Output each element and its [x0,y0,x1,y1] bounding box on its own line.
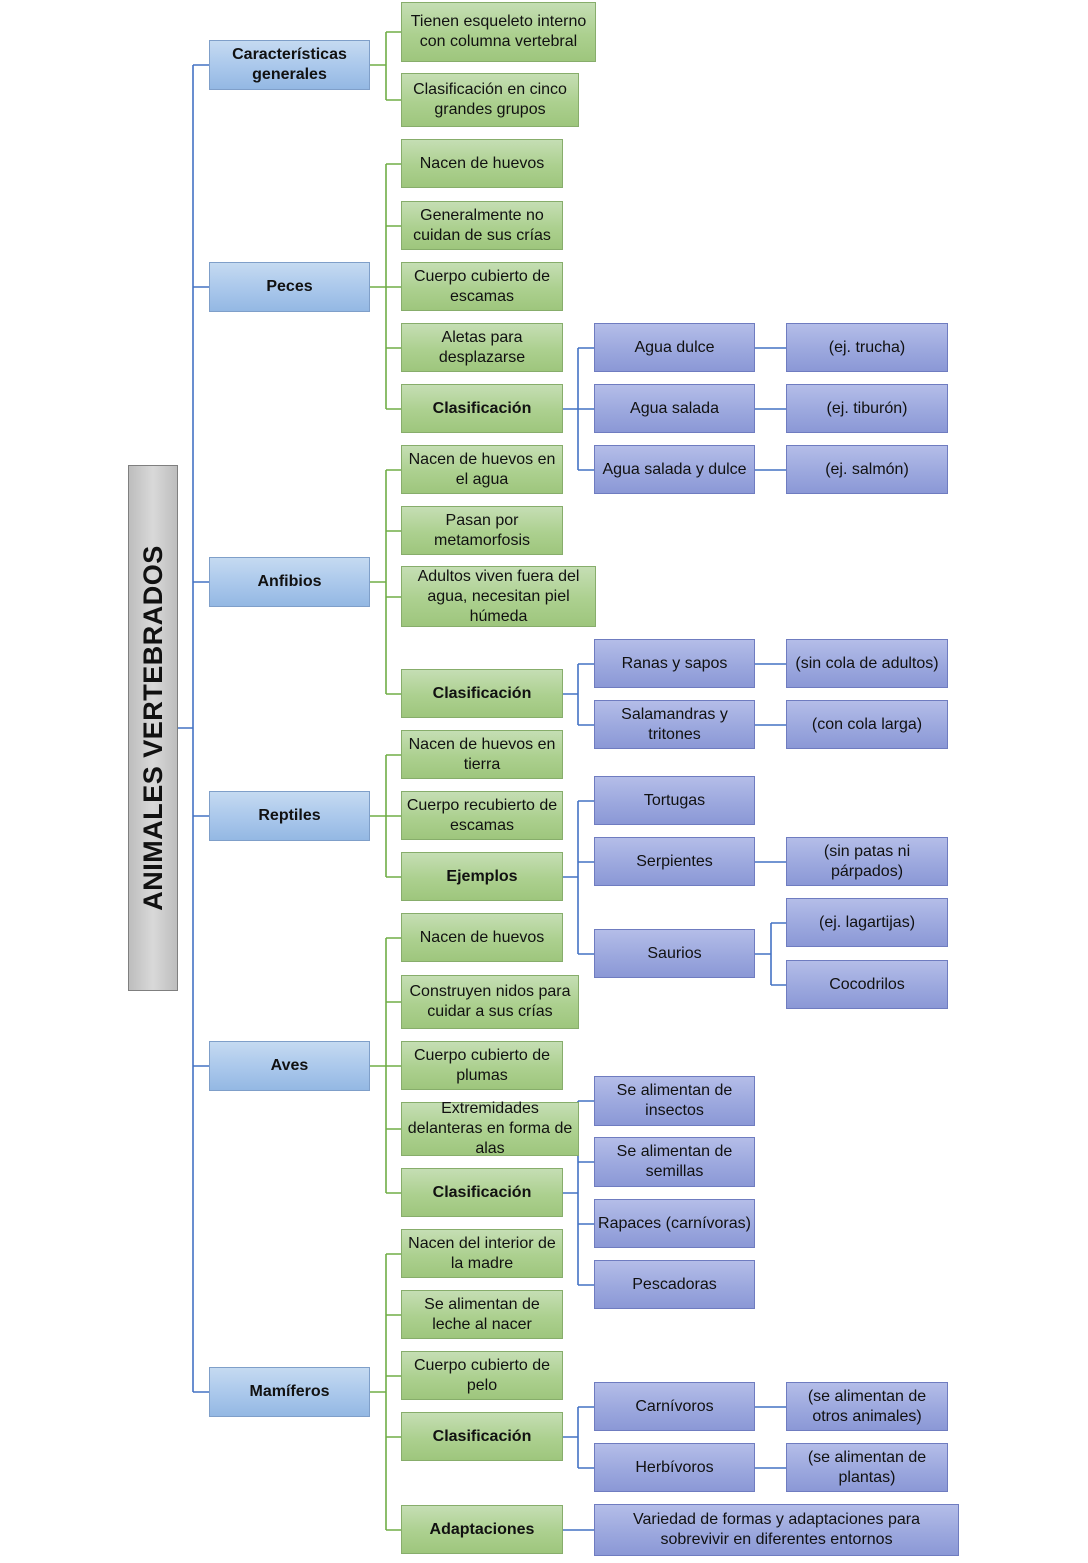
detail-peces-no-cuidan: Generalmente no cuidan de sus crías [401,201,563,250]
detail-anfibios-clasificacion: Clasificación [401,669,563,718]
detail-mamiferos-adaptaciones: Adaptaciones [401,1505,563,1554]
detail-mamiferos-interior-madre: Nacen del interior de la madre [401,1229,563,1278]
sub-ranas-sapos: Ranas y sapos [594,639,755,688]
detail-mamiferos-pelo: Cuerpo cubierto de pelo [401,1351,563,1400]
sub-agua-dulce: Agua dulce [594,323,755,372]
category-reptiles: Reptiles [209,791,370,841]
note-sin-patas: (sin patas ni párpados) [786,837,948,886]
example-tiburon: (ej. tiburón) [786,384,948,433]
sub-agua-salada-dulce: Agua salada y dulce [594,445,755,494]
detail-peces-escamas: Cuerpo cubierto de escamas [401,262,563,311]
peces-connector [370,163,401,410]
detail-aves-nidos: Construyen nidos para cuidar a sus crías [401,975,579,1029]
detail-aves-plumas: Cuerpo cubierto de plumas [401,1041,563,1090]
note-con-cola: (con cola larga) [786,700,948,749]
category-peces: Peces [209,262,370,312]
sub-rapaces: Rapaces (carnívoras) [594,1199,755,1248]
sub-insectos: Se alimentan de insectos [594,1076,755,1126]
example-trucha: (ej. trucha) [786,323,948,372]
detail-peces-clasificacion: Clasificación [401,384,563,433]
note-plantas: (se alimentan de plantas) [786,1443,948,1492]
note-sin-cola: (sin cola de adultos) [786,639,948,688]
mamiferos-connector [370,1253,401,1531]
detail-anfibios-piel-humeda: Adultos viven fuera del agua, necesitan … [401,566,596,627]
sub-salamandras-tritones: Salamandras y tritones [594,700,755,749]
detail-reptiles-ejemplos: Ejemplos [401,852,563,901]
peces-clasificacion-connector [563,347,594,471]
anfibios-connector [370,469,401,695]
sub-pescadoras: Pescadoras [594,1260,755,1309]
detail-peces-aletas: Aletas para desplazarse [401,323,563,372]
aves-clasificacion-connector [563,1100,594,1286]
detail-reptiles-huevos: Nacen de huevos en tierra [401,730,563,779]
category-mamiferos: Mamíferos [209,1367,370,1417]
sub-tortugas: Tortugas [594,776,755,825]
aves-connector [370,937,401,1194]
sub-carnivoros: Carnívoros [594,1382,755,1431]
root-title: ANIMALES VERTEBRADOS [138,545,168,911]
anfibios-clasificacion-connector [563,663,594,726]
sub-herbivoros: Herbívoros [594,1443,755,1492]
category-anfibios: Anfibios [209,557,370,607]
detail-anfibios-huevos: Nacen de huevos en el agua [401,445,563,494]
example-salmon: (ej. salmón) [786,445,948,494]
detail-aves-alas: Extremidades delanteras en forma de alas [401,1100,579,1157]
caracteristicas-connector [370,31,401,101]
sub-agua-salada: Agua salada [594,384,755,433]
root-node: ANIMALES VERTEBRADOS [128,465,178,991]
sub-semillas: Se alimentan de semillas [594,1137,755,1187]
detail-mamiferos-leche: Se alimentan de leche al nacer [401,1290,563,1339]
reptiles-connector [370,754,401,878]
example-cocodrilos: Cocodrilos [786,960,948,1009]
detail-aves-clasificacion: Clasificación [401,1168,563,1217]
sub-serpientes: Serpientes [594,837,755,886]
category-aves: Aves [209,1041,370,1091]
reptiles-ejemplos-connector [563,800,594,955]
detail-reptiles-escamas: Cuerpo recubierto de escamas [401,791,563,840]
mamiferos-clasificacion-connector [563,1406,594,1469]
detail-anfibios-metamorfosis: Pasan por metamorfosis [401,506,563,555]
detail-peces-huevos: Nacen de huevos [401,139,563,188]
example-lagartijas: (ej. lagartijas) [786,898,948,947]
root-connector [178,64,209,1393]
detail-aves-huevos: Nacen de huevos [401,913,563,962]
detail-esqueleto-interno: Tienen esqueleto interno con columna ver… [401,2,596,62]
note-otros-animales: (se alimentan de otros animales) [786,1382,948,1431]
detail-cinco-grupos: Clasificación en cinco grandes grupos [401,73,579,127]
detail-mamiferos-clasificacion: Clasificación [401,1412,563,1461]
note-adaptaciones-entornos: Variedad de formas y adaptaciones para s… [594,1504,959,1556]
category-caracteristicas-generales: Características generales [209,40,370,90]
saurios-connector [755,922,786,986]
sub-saurios: Saurios [594,929,755,978]
